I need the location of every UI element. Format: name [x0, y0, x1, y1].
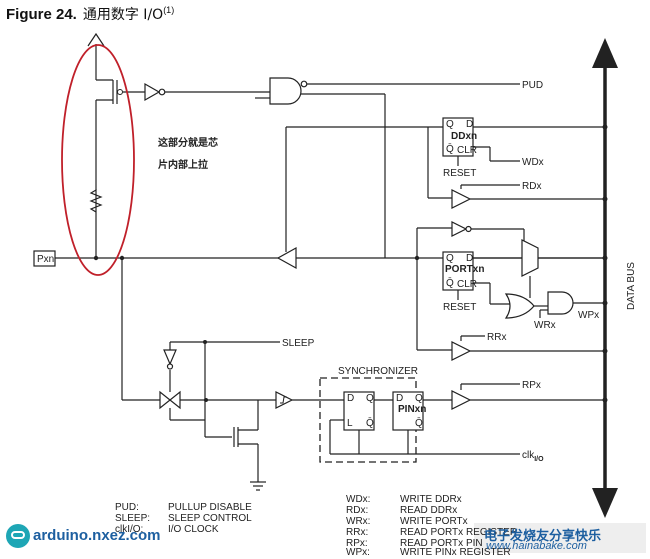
annotation-line2: 片内部上拉	[158, 158, 208, 171]
elecfans-watermark-url: www.hainabake.com	[486, 540, 587, 552]
sleep-label: SLEEP	[282, 338, 315, 349]
reset2-label: RESET	[443, 302, 476, 313]
pullup-highlight-ellipse	[61, 44, 135, 276]
ddxn-flipflop: Q D DDxn Q̄ CLR RESET WDx	[285, 117, 604, 240]
legend-left-desc-0: PULLUP DISABLE	[168, 502, 252, 513]
svg-text:D: D	[466, 119, 473, 130]
data-bus: DATA BUS	[592, 38, 637, 518]
elecfans-watermark: 电子发烧友分享快乐 www.hainabake.com	[474, 523, 646, 553]
pxn-label: Pxn	[37, 254, 54, 265]
synchronizer-label: SYNCHRONIZER	[338, 366, 418, 377]
svg-text:D: D	[466, 253, 473, 264]
svg-text:DDxn: DDxn	[451, 131, 477, 142]
svg-text:PORTxn: PORTxn	[445, 264, 484, 275]
wdx-label: WDx	[522, 157, 544, 168]
legend-right-abbr-4: RPx:	[346, 538, 368, 549]
svg-text:D: D	[396, 393, 403, 404]
svg-text:CLR: CLR	[457, 145, 477, 156]
legend-right-abbr-1: RDx:	[346, 505, 369, 516]
rdx-buffer: RDx	[427, 127, 604, 209]
svg-text:Q: Q	[366, 393, 374, 404]
rdx-label: RDx	[522, 181, 541, 192]
elecfans-watermark-cn: 电子发烧友分享快乐	[484, 529, 602, 544]
reset1-label: RESET	[443, 168, 476, 179]
figure-title: Figure 24. 通用数字 I/O(1)	[6, 4, 174, 24]
legend-left-abbr-0: PUD:	[115, 502, 139, 513]
svg-text:CLR: CLR	[457, 279, 477, 290]
legend-left-abbr-2: clkI/O:	[115, 524, 144, 535]
legend-right-desc-1: READ DDRx	[400, 505, 458, 516]
svg-text:Q̄: Q̄	[415, 416, 423, 429]
legend-right-desc-4: READ PORTx PIN	[400, 538, 483, 549]
svg-text:Q: Q	[446, 119, 454, 130]
arduino-watermark-text: arduino.nxez.com	[33, 526, 161, 544]
clk-label: clkI/O	[522, 450, 544, 463]
pud-and-gate: PUD	[255, 77, 543, 258]
pud-label: PUD	[522, 80, 543, 91]
legend-right-desc-5: WRITE PINx REGISTER	[400, 547, 511, 558]
wrx-label: WRx	[534, 320, 556, 331]
svg-text:Q̄: Q̄	[366, 416, 374, 429]
rrx-label: RRx	[487, 332, 506, 343]
svg-text:Q̄: Q̄	[446, 142, 454, 155]
legend-right-desc-2: WRITE PORTx	[400, 516, 468, 527]
legend-right-desc-3: READ PORTx REGISTER	[400, 527, 518, 538]
legend-left-abbr-1: SLEEP:	[115, 513, 151, 524]
data-bus-label: DATA BUS	[626, 262, 637, 310]
output-buffer	[276, 240, 297, 270]
rpx-buffer: RPx	[451, 380, 604, 410]
arduino-logo-icon	[6, 524, 30, 548]
figure-title-footnote: (1)	[163, 5, 175, 15]
legend-right-desc-0: WRITE DDRx	[400, 494, 462, 505]
annotation-line1: 这部分就是芯	[158, 136, 218, 149]
wpx-label: WPx	[578, 310, 599, 321]
input-path: SLEEP	[121, 258, 344, 491]
legend-left-desc-1: SLEEP CONTROL	[168, 513, 252, 524]
figure-title-cn: 通用数字 I/O	[82, 7, 164, 23]
portxn-feedback: WRx WPx	[416, 221, 604, 350]
svg-text:Q: Q	[415, 393, 423, 404]
rpx-label: RPx	[522, 380, 541, 391]
legend-left-desc-2: I/O CLOCK	[168, 524, 219, 535]
synchronizer: SYNCHRONIZER D Q L Q̄ D Q PINxn Q̄ clkI/…	[319, 366, 544, 463]
portxn-flipflop: Q D PORTxn Q̄ CLR RESET	[442, 251, 510, 313]
legend-right-abbr-3: RRx:	[346, 527, 369, 538]
pullup-circuit	[87, 32, 270, 258]
svg-text:Q: Q	[446, 253, 454, 264]
svg-text:L: L	[347, 418, 353, 429]
legend-right-abbr-2: WRx:	[346, 516, 371, 527]
clk-text: clk	[522, 450, 535, 461]
figure-label: Figure 24.	[6, 6, 77, 23]
rrx-buffer: RRx	[417, 332, 604, 361]
legend-right-abbr-5: WPx:	[346, 547, 370, 558]
legend-right-abbr-0: WDx:	[346, 494, 371, 505]
clk-subscript: I/O	[534, 456, 544, 463]
svg-text:PINxn: PINxn	[398, 404, 426, 415]
arduino-nxez-watermark: arduino.nxez.com	[6, 524, 161, 548]
svg-text:Q̄: Q̄	[446, 276, 454, 289]
svg-text:D: D	[347, 393, 354, 404]
